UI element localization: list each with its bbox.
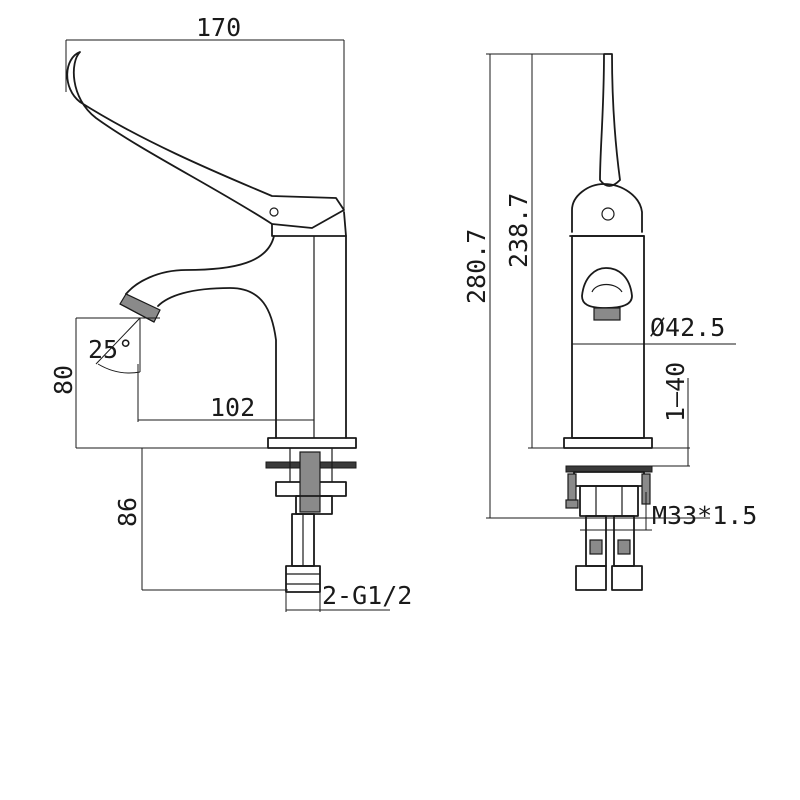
spout-angle-label: 25° [88, 335, 133, 364]
handle-screw [601, 207, 615, 221]
base-flange [267, 437, 357, 449]
front-body [571, 235, 645, 439]
lever-front [599, 53, 621, 187]
body-diameter-label: Ø42.5 [650, 313, 725, 342]
body-height-label: 238.7 [504, 193, 533, 268]
front-base-flange [563, 437, 653, 449]
tail-length-label: 86 [113, 497, 142, 527]
spout-reach-label: 102 [210, 393, 255, 422]
front-view: 280.7 238.7 Ø42.5 1–40 M33*1.5 [462, 53, 757, 591]
front-inlet-nut-right [611, 565, 643, 591]
front-inlet-nut-left [575, 565, 607, 591]
total-height-label: 280.7 [462, 229, 491, 304]
spout-height-label: 80 [49, 365, 78, 395]
handle-pivot [269, 207, 279, 217]
side-view: 170 102 80 86 25° 2-G1/2 [49, 13, 412, 612]
mounting-thread-label: M33*1.5 [652, 501, 757, 530]
handle-hub [571, 183, 643, 233]
aerator-front [581, 267, 633, 309]
inlet-nut [285, 565, 321, 593]
inlet-thread-label: 2-G1/2 [322, 581, 412, 610]
mounting-range-label: 1–40 [661, 362, 690, 422]
spout-underside [157, 287, 277, 439]
cartridge-cap [271, 211, 347, 237]
lever-handle [66, 51, 345, 229]
body [125, 235, 275, 295]
total-length-label: 170 [196, 13, 241, 42]
